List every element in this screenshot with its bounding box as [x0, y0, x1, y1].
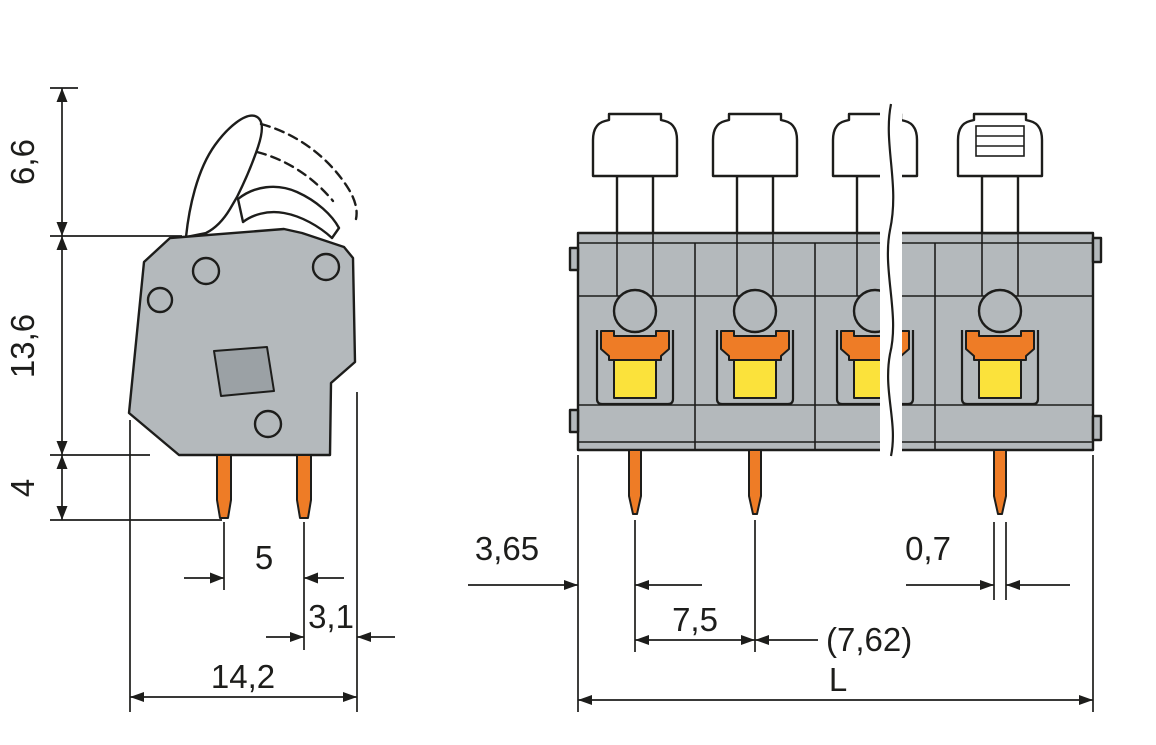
solder-pin-right	[296, 454, 312, 519]
clamp-unit-4	[960, 233, 1040, 406]
clamp-unit-2	[715, 233, 795, 406]
arrowhead	[1079, 695, 1093, 705]
solder-pin-4	[993, 449, 1007, 515]
dim-label-overall-length: L	[829, 661, 847, 698]
button-stem-4	[980, 174, 1020, 235]
button-stem-1	[615, 174, 655, 235]
hole-bottom	[253, 409, 283, 439]
dim-label-overall-depth: 14,2	[211, 658, 275, 695]
clamp-spring	[720, 330, 790, 361]
arrowhead	[56, 236, 68, 250]
button-stem-2	[735, 174, 775, 235]
pusher	[978, 359, 1022, 399]
arrowhead	[56, 441, 68, 455]
arrowhead	[304, 572, 318, 584]
solder-pin-1	[628, 449, 642, 515]
button-cap-4-slot	[975, 125, 1025, 157]
arrowhead	[290, 632, 304, 642]
arrowhead	[130, 692, 144, 702]
front-view-buttons	[591, 112, 1044, 235]
arrowhead	[357, 632, 371, 642]
mount-nub-right-bottom	[1091, 414, 1103, 442]
arrowhead	[980, 580, 994, 590]
dim-label-pitch: 7,5	[672, 601, 718, 638]
spring-eye	[732, 288, 778, 334]
arrowhead	[210, 572, 224, 584]
arrowhead	[56, 88, 68, 102]
side-view-lever	[184, 114, 358, 240]
button-cap-3	[831, 112, 919, 178]
arrowhead	[56, 455, 68, 469]
dim-label-pin-width: 0,7	[905, 530, 951, 567]
dim-label-pin-to-edge: 3,1	[308, 598, 354, 635]
body-recess	[213, 346, 275, 397]
side-view-pins	[216, 454, 312, 519]
button-cap-2	[711, 112, 799, 178]
lever-arm	[184, 114, 263, 239]
front-view-pins	[628, 449, 1007, 515]
dim-label-pin-spacing: 5	[255, 539, 273, 576]
arrowhead	[56, 506, 68, 520]
side-view: 6,6 13,6 4 5 3,1 14,2	[4, 87, 395, 712]
spring-eye	[977, 288, 1023, 334]
arrowhead	[56, 222, 68, 236]
break-squiggle	[886, 103, 895, 457]
lever-actuated-inner	[255, 150, 335, 203]
arrowhead	[343, 692, 357, 702]
mount-nub-left-top	[568, 246, 580, 272]
hole-left-edge	[146, 286, 174, 314]
button-cap-1	[591, 112, 679, 178]
dim-label-edge-to-pin: 3,65	[475, 530, 539, 567]
button-cap-4	[956, 112, 1044, 178]
arrowhead	[755, 635, 769, 645]
front-view: 3,65 0,7 7,5 (7,62) L	[468, 103, 1103, 712]
dim-label-pitch-alt: (7,62)	[826, 621, 912, 658]
arrowhead	[741, 635, 755, 645]
side-view-body	[127, 227, 357, 457]
hinge-hole-top-left	[191, 256, 221, 286]
arrowhead	[1006, 580, 1020, 590]
side-view-dimensions: 6,6 13,6 4 5 3,1 14,2	[4, 87, 395, 712]
arrowhead	[564, 580, 578, 590]
mount-nub-right-top	[1091, 236, 1103, 264]
spring-eye	[612, 288, 658, 334]
clamp-window	[595, 330, 675, 406]
lever-actuated-outline	[259, 122, 358, 221]
arrowhead	[635, 580, 649, 590]
pusher	[733, 359, 777, 399]
clamp-spring	[965, 330, 1035, 361]
dim-label-body-height: 13,6	[4, 314, 41, 378]
solder-pin-left	[216, 454, 232, 519]
housing-profile	[127, 227, 357, 457]
pusher	[613, 359, 657, 399]
dim-label-pin-length: 4	[4, 479, 41, 497]
clamp-spring	[600, 330, 670, 361]
break-line	[880, 103, 902, 457]
lever-lobe	[236, 185, 341, 240]
solder-pin-2	[748, 449, 762, 515]
clamp-window	[835, 330, 915, 406]
clamp-unit-1	[595, 233, 675, 406]
arrowhead	[635, 635, 649, 645]
arrowhead	[578, 695, 592, 705]
clamp-window	[960, 330, 1040, 406]
dim-label-lever-height: 6,6	[4, 139, 41, 185]
front-view-dimensions: 3,65 0,7 7,5 (7,62) L	[468, 455, 1094, 712]
break-mask	[880, 104, 902, 456]
hinge-hole-top-right	[311, 252, 341, 282]
mount-nub-left-bottom	[568, 408, 580, 434]
clamp-window	[715, 330, 795, 406]
